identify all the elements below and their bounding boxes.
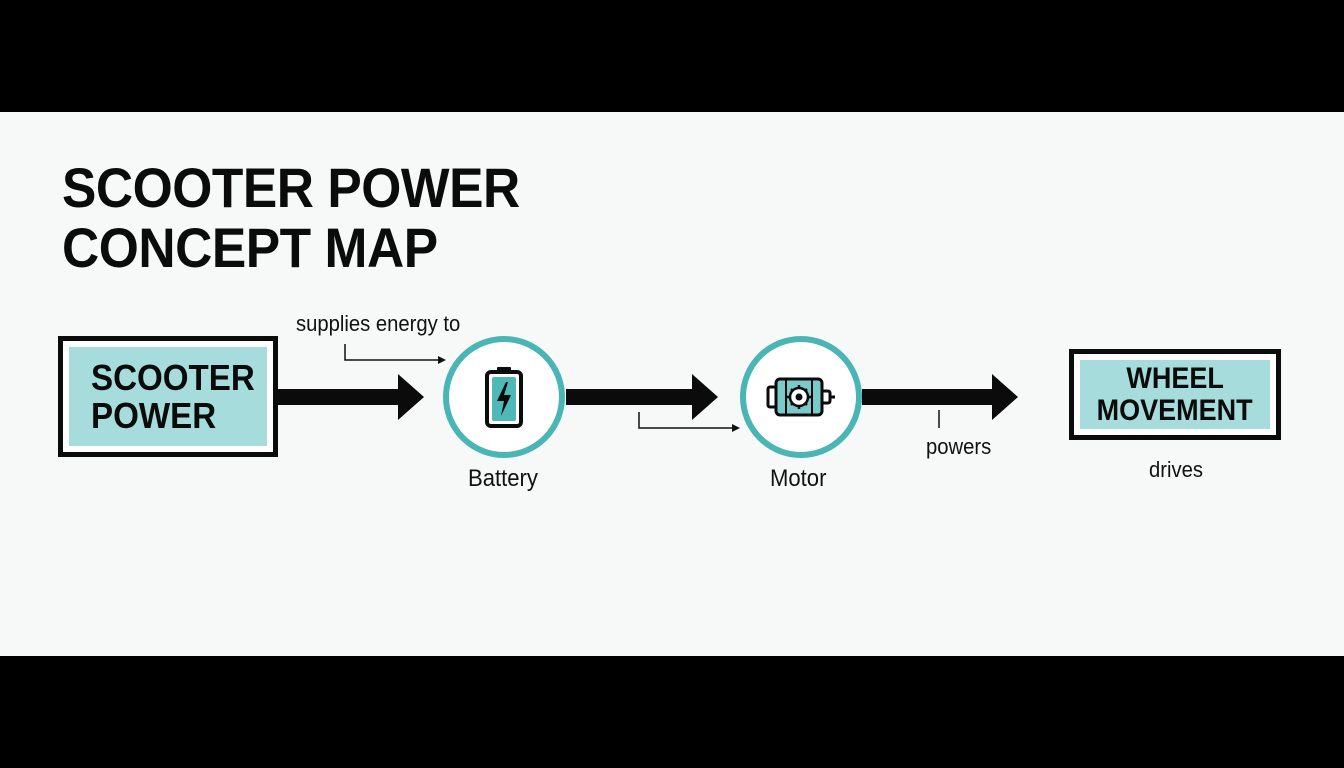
edge-label-drives: drives [1149,457,1203,482]
arrow-battery-to-motor [566,374,718,420]
diagram-title: SCOOTER POWER CONCEPT MAP [62,158,520,278]
arrow-motor-to-wheel [862,374,1018,420]
title-line-2: CONCEPT MAP [62,216,438,279]
node-motor [740,336,862,458]
letterbox-bottom [0,656,1344,768]
battery-charging-icon [485,367,523,428]
node-wheel-movement: WHEEL MOVEMENT [1069,349,1281,440]
node-battery [443,336,565,458]
node-motor-label: Motor [770,465,827,492]
letterbox-top [0,0,1344,112]
title-line-1: SCOOTER POWER [62,156,520,219]
node-scooter-power-line2: POWER [91,394,217,436]
motor-gear-icon [766,377,835,417]
node-scooter-power-line1: SCOOTER [91,356,255,398]
arrow-source-to-battery [276,374,424,420]
leader-battery-motor [638,412,740,432]
edge-label-powers: powers [926,434,992,459]
node-wheel-movement-line1: WHEEL [1126,361,1224,395]
edge-label-supplies: supplies energy to [296,311,461,336]
node-scooter-power: SCOOTER POWER [58,336,278,457]
node-wheel-movement-line2: MOVEMENT [1096,393,1254,427]
node-battery-label: Battery [468,465,538,492]
leader-supplies [344,344,446,364]
